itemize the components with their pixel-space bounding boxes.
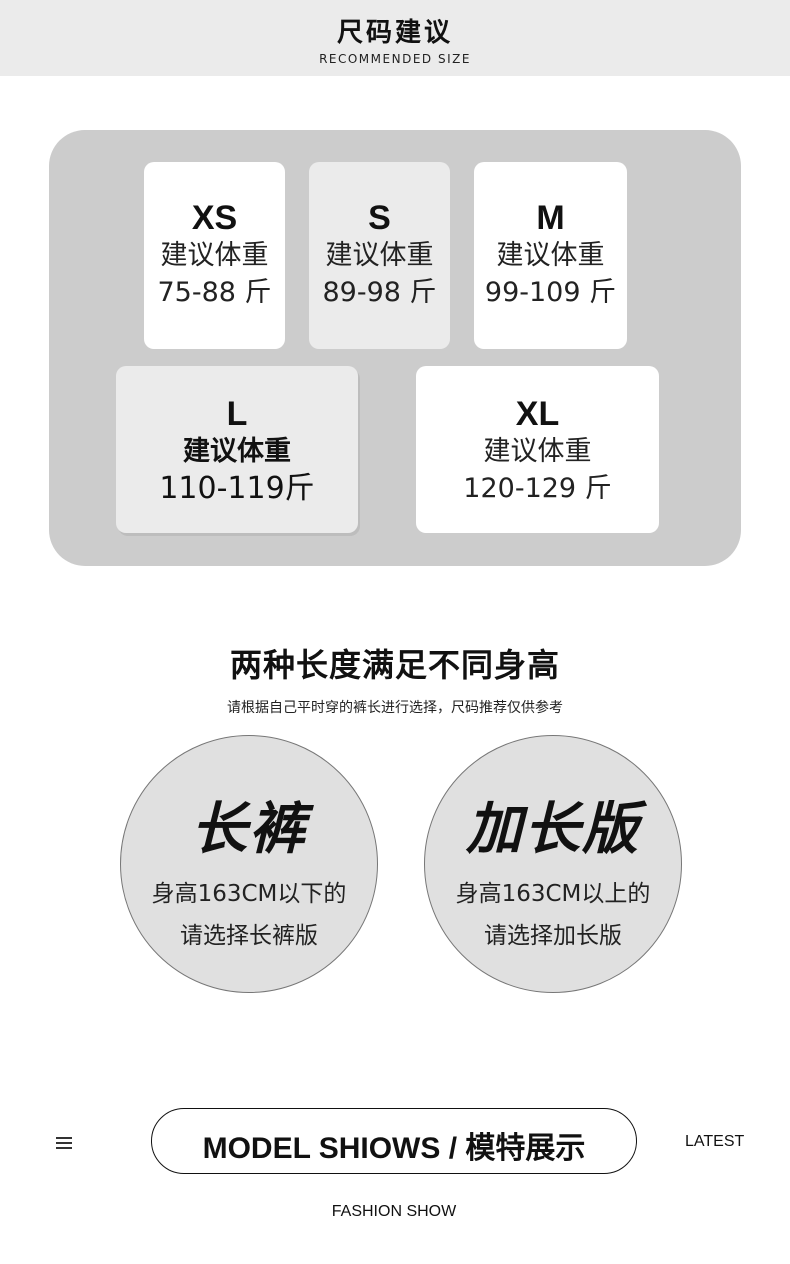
length-option-line2: 请选择长裤版 (180, 923, 318, 949)
size-code: S (368, 199, 391, 237)
length-option-line2: 请选择加长版 (484, 923, 622, 949)
size-code: L (226, 395, 248, 433)
size-code: XS (191, 199, 238, 237)
size-card-l: L 建议体重 110-119斤 (116, 366, 358, 533)
size-card-s: S 建议体重 89-98 斤 (309, 162, 450, 349)
size-panel: XS 建议体重 75-88 斤 S 建议体重 89-98 斤 M 建议体重 99… (49, 130, 741, 566)
length-option-line1: 身高163CM以下的 (151, 881, 347, 907)
model-show-banner: MODEL SHIOWS / 模特展示 (151, 1108, 637, 1174)
page-subtitle: RECOMMENDED SIZE (319, 52, 471, 66)
menu-icon[interactable] (56, 1137, 72, 1149)
length-option-extended: 加长版 身高163CM以上的 请选择加长版 (424, 735, 682, 993)
length-title: 两种长度满足不同身高 (229, 646, 560, 684)
fashion-show-caption: FASHION SHOW (331, 1203, 457, 1220)
size-card-m: M 建议体重 99-109 斤 (474, 162, 627, 349)
page-title: 尺码建议 (336, 18, 453, 48)
latest-link[interactable]: LATEST (685, 1133, 745, 1150)
size-code: M (536, 199, 565, 237)
size-weight-range: 75-88 斤 (157, 277, 272, 308)
length-option-name: 加长版 (466, 797, 640, 862)
size-weight-label: 建议体重 (496, 240, 605, 271)
model-show-title: MODEL SHIOWS / 模特展示 (202, 1132, 586, 1165)
size-card-xs: XS 建议体重 75-88 斤 (144, 162, 285, 349)
length-subtitle: 请根据自己平时穿的裤长进行选择，尺码推荐仅供参考 (227, 700, 563, 716)
length-option-name: 长裤 (191, 797, 307, 862)
length-option-line1: 身高163CM以上的 (455, 881, 651, 907)
size-weight-label: 建议体重 (325, 240, 434, 271)
size-weight-label: 建议体重 (183, 436, 291, 467)
header-bar (0, 0, 790, 76)
length-option-regular: 长裤 身高163CM以下的 请选择长裤版 (120, 735, 378, 993)
size-weight-label: 建议体重 (160, 240, 269, 271)
size-weight-range: 110-119斤 (159, 471, 315, 506)
size-weight-range: 89-98 斤 (322, 277, 437, 308)
size-code: XL (515, 395, 560, 433)
size-weight-label: 建议体重 (483, 436, 592, 467)
size-weight-range: 99-109 斤 (484, 277, 617, 308)
size-weight-range: 120-129 斤 (463, 473, 612, 504)
size-card-xl: XL 建议体重 120-129 斤 (416, 366, 659, 533)
